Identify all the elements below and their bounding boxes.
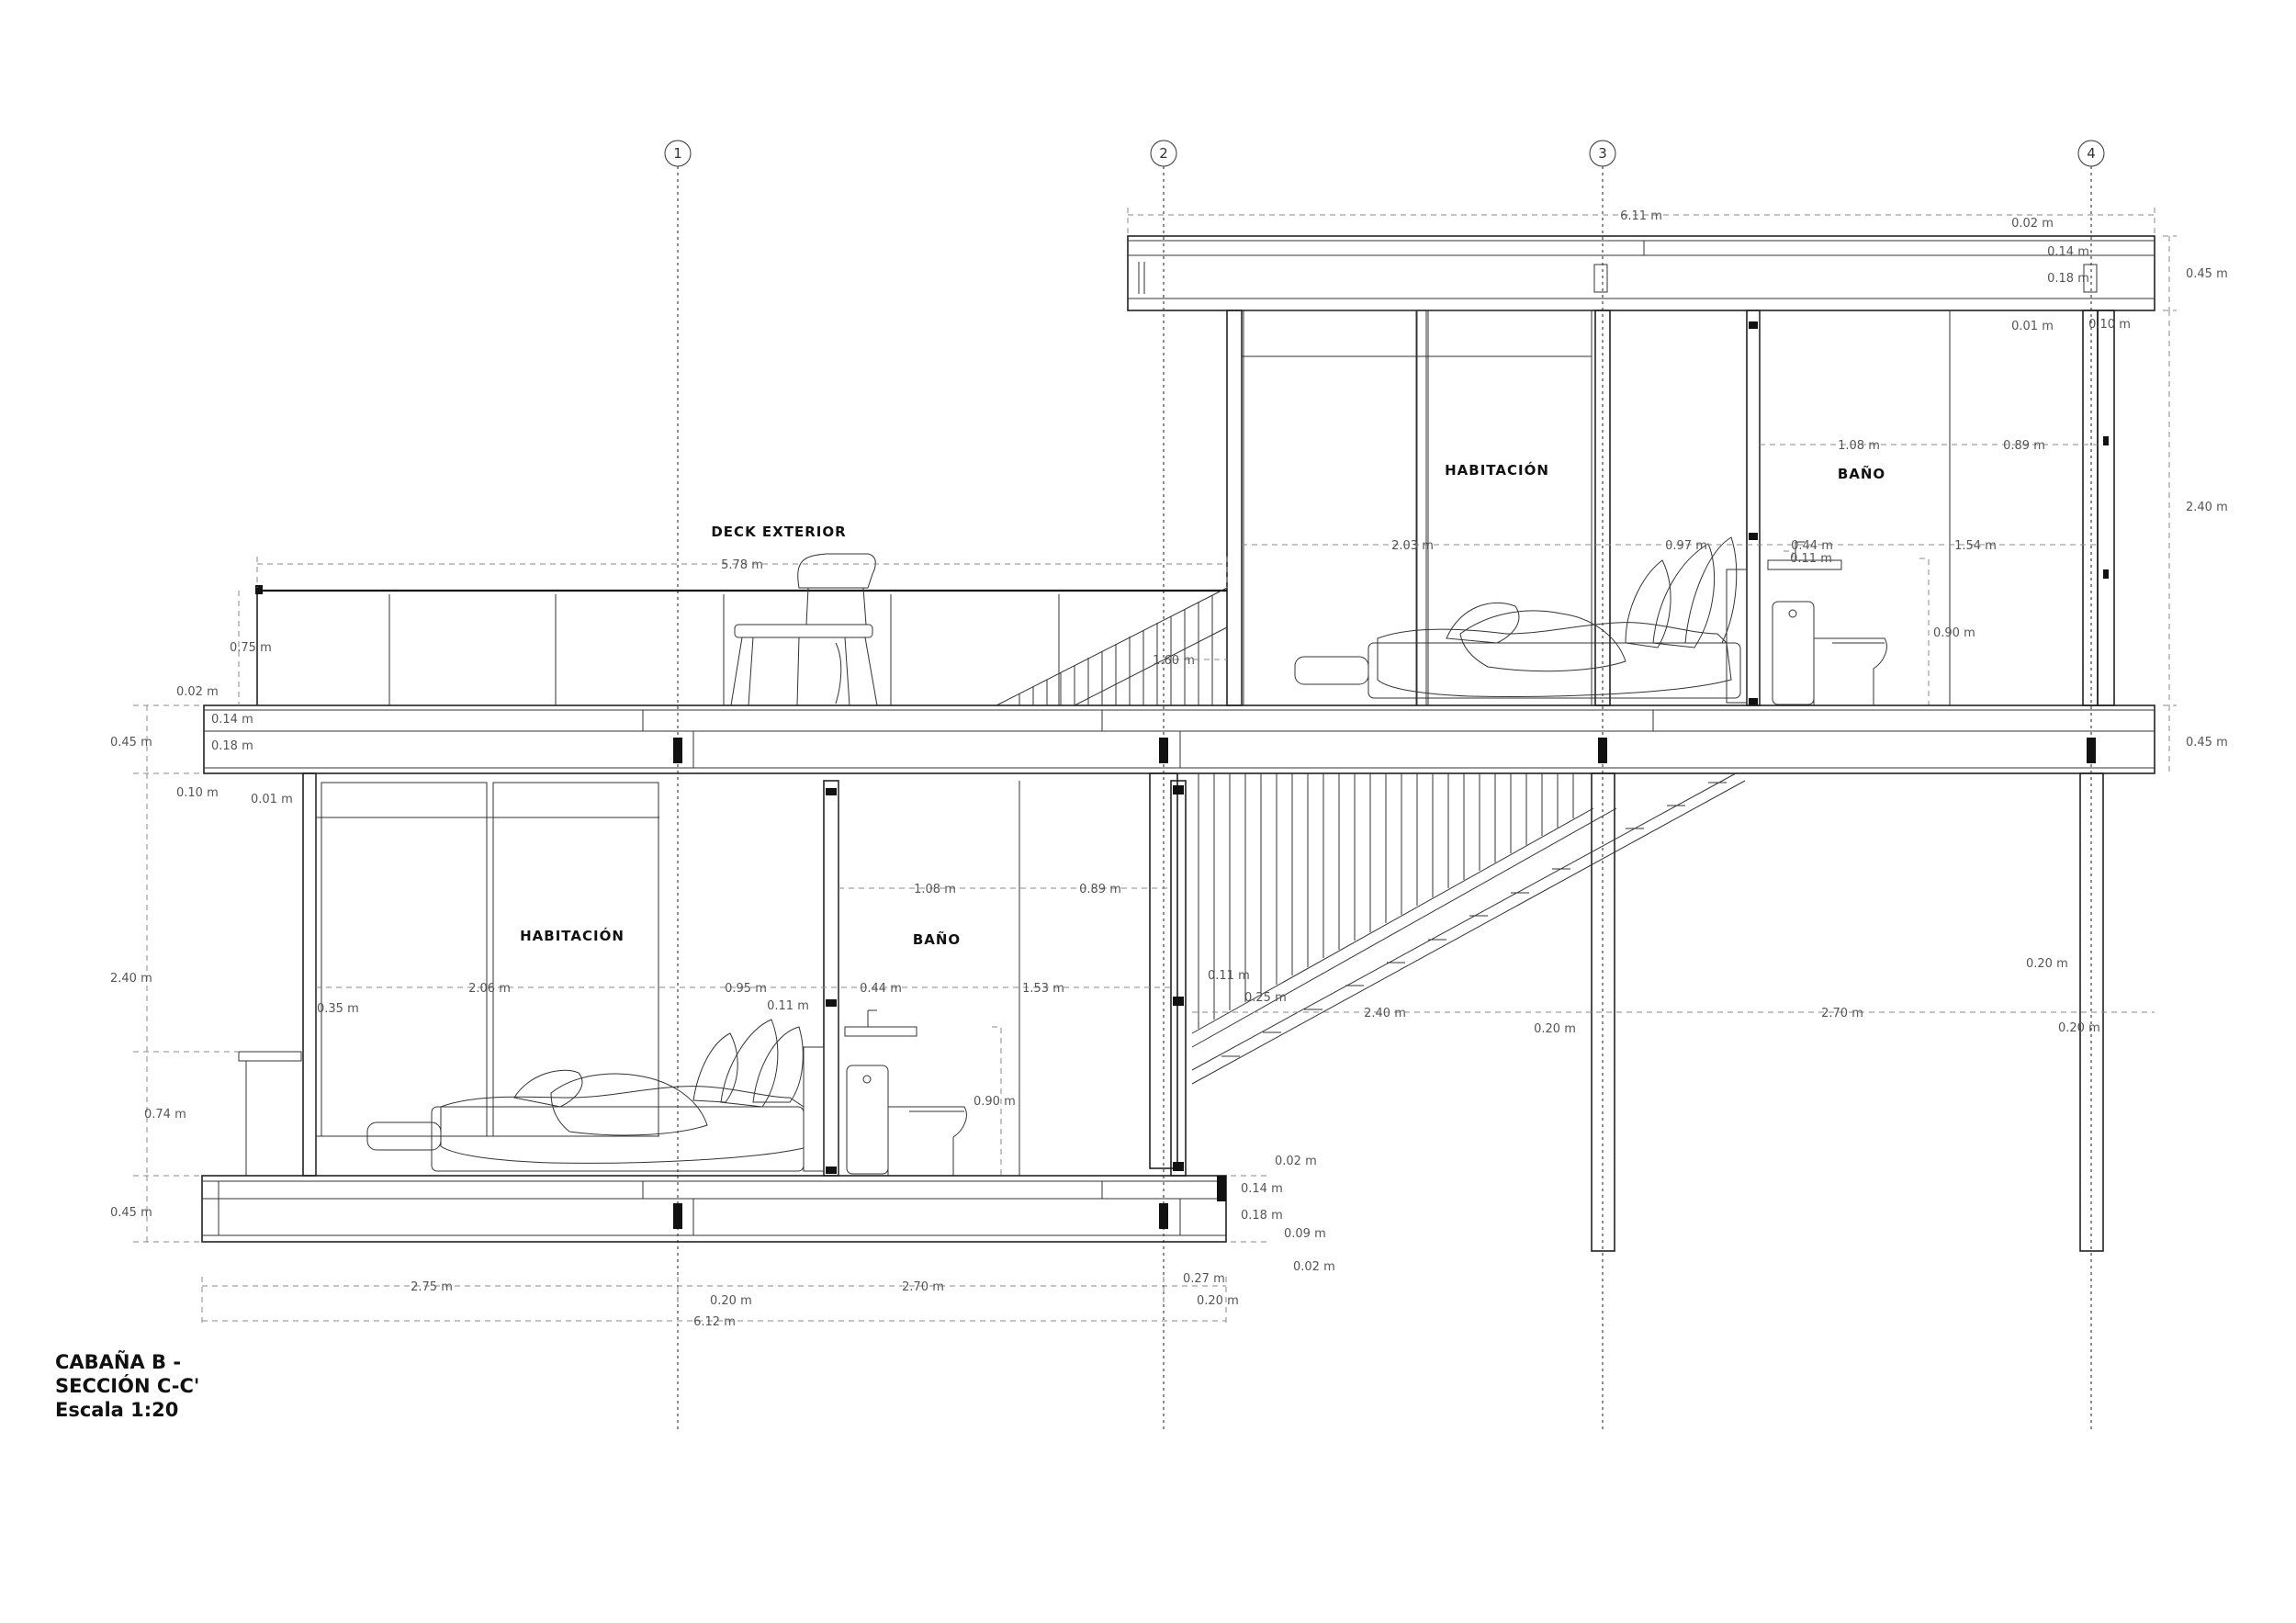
stair-balusters	[1198, 773, 1574, 1029]
room-label-lower-bedroom: HABITACIÓN	[520, 927, 625, 944]
room-label-upper-bedroom: HABITACIÓN	[1445, 461, 1549, 479]
grid-axis-label: 1	[673, 145, 682, 162]
room-label-lower-bath: BAÑO	[913, 930, 961, 948]
stair-rail-balusters	[1019, 595, 1213, 705]
grid-axes: 1 2 3 4	[664, 140, 2105, 1433]
dim-label: 0.01 m	[2011, 320, 2054, 333]
dim-label: 0.90 m	[1933, 626, 1975, 640]
dim-label: 0.75 m	[230, 641, 272, 655]
dim-label: 0.44 m	[1791, 539, 1833, 553]
roof-slab	[1127, 235, 2155, 311]
dim-label: 0.14 m	[211, 713, 253, 727]
dim-label: 2.70 m	[902, 1280, 944, 1294]
lower-bath-fixtures	[844, 1009, 1002, 1177]
dim-label: 0.25 m	[1244, 991, 1287, 1005]
dim-label: 0.02 m	[176, 685, 219, 699]
dim-label: 0.45 m	[2186, 736, 2228, 750]
dim-label: 0.02 m	[1275, 1155, 1317, 1168]
dim-label: 0.20 m	[1197, 1294, 1239, 1308]
dim-label: 0.09 m	[1284, 1227, 1326, 1241]
dim-label: 0.14 m	[1241, 1182, 1283, 1196]
dim-label: 5.78 m	[721, 558, 763, 572]
dim-label: 0.20 m	[2026, 957, 2068, 971]
dim-label: 0.10 m	[176, 786, 219, 800]
dim-label: 0.20 m	[710, 1294, 752, 1308]
dim-label: 0.95 m	[725, 982, 767, 996]
grid-axis-4: 4	[2077, 140, 2105, 1433]
dim-label: 1.08 m	[914, 883, 956, 896]
dim-label: 0.74 m	[144, 1108, 186, 1121]
exterior-stair	[1191, 772, 1746, 1085]
grid-axis-label: 3	[1598, 145, 1607, 162]
dim-label: 2.70 m	[1821, 1007, 1863, 1020]
dim-label: 0.01 m	[251, 793, 293, 806]
dim-label: 0.90 m	[974, 1095, 1016, 1109]
upper-bed	[1294, 536, 1748, 704]
dim-label: 6.11 m	[1620, 209, 1662, 223]
title-line-2: SECCIÓN C-C'	[55, 1375, 200, 1397]
dim-label: 0.20 m	[2058, 1021, 2100, 1035]
dim-label: 1.54 m	[1954, 539, 1997, 553]
dim-label: 2.03 m	[1391, 539, 1434, 553]
dimension-labels: 6.11 m 0.02 m 0.14 m 0.18 m 0.01 m 0.10 …	[110, 209, 2228, 1329]
dim-label: 0.89 m	[2003, 439, 2045, 453]
title-line-3: Escala 1:20	[55, 1399, 179, 1421]
main-floor-slab	[203, 704, 2155, 774]
dim-label: 1.08 m	[1838, 439, 1880, 453]
dim-label: 2.40 m	[110, 972, 152, 986]
lower-bed	[366, 1019, 825, 1172]
dim-label: 0.11 m	[767, 999, 809, 1013]
stair-treads	[1221, 782, 1727, 1057]
dim-label: 0.18 m	[211, 739, 253, 753]
dim-label: 2.40 m	[1364, 1007, 1406, 1020]
dim-label: 0.18 m	[2047, 272, 2089, 286]
grid-axis-1: 1	[664, 140, 692, 1433]
dim-label: 0.44 m	[860, 982, 902, 996]
dimension-lines	[133, 208, 2177, 1327]
dim-label: 0.02 m	[2011, 217, 2054, 231]
dim-label: 0.10 m	[2088, 318, 2131, 332]
dim-label: 2.06 m	[468, 982, 511, 996]
dim-label: 0.45 m	[2186, 267, 2228, 281]
grid-axis-2: 2	[1150, 140, 1177, 1433]
dim-label: 0.45 m	[110, 1206, 152, 1220]
grid-axis-label: 2	[1159, 145, 1168, 162]
dim-label: 0.97 m	[1665, 539, 1707, 553]
dim-label: 2.75 m	[411, 1280, 453, 1294]
dim-label: 0.89 m	[1079, 883, 1121, 896]
title-line-1: CABAÑA B -	[55, 1351, 182, 1373]
dim-label: 6.12 m	[693, 1315, 736, 1329]
dim-label: 0.18 m	[1241, 1209, 1283, 1223]
dim-label: 0.20 m	[1534, 1022, 1576, 1036]
dim-label: 1.53 m	[1022, 982, 1064, 996]
room-label-upper-bath: BAÑO	[1838, 465, 1885, 482]
grid-axis-3: 3	[1589, 140, 1616, 1433]
title-block: CABAÑA B - SECCIÓN C-C' Escala 1:20	[55, 1350, 199, 1422]
dim-label: 0.02 m	[1293, 1260, 1335, 1274]
dim-label: 1.60 m	[1153, 654, 1195, 668]
deck-chair	[730, 553, 878, 706]
upper-cabin	[1226, 310, 2115, 706]
upper-bath-fixtures	[1767, 541, 1930, 706]
lower-cabin	[238, 772, 1187, 1177]
dim-label: 2.40 m	[2186, 501, 2228, 514]
dim-label: 0.45 m	[110, 736, 152, 750]
dim-label: 0.27 m	[1183, 1272, 1225, 1286]
dim-label: 0.14 m	[2047, 245, 2089, 259]
grid-axis-label: 4	[2087, 145, 2096, 162]
deck	[255, 553, 1228, 706]
room-label-deck: DECK EXTERIOR	[711, 524, 846, 540]
dim-label: 0.35 m	[317, 1002, 359, 1016]
base-slab	[201, 1175, 1227, 1243]
dim-label: 0.11 m	[1208, 969, 1250, 983]
dim-label: 0.11 m	[1790, 552, 1832, 566]
